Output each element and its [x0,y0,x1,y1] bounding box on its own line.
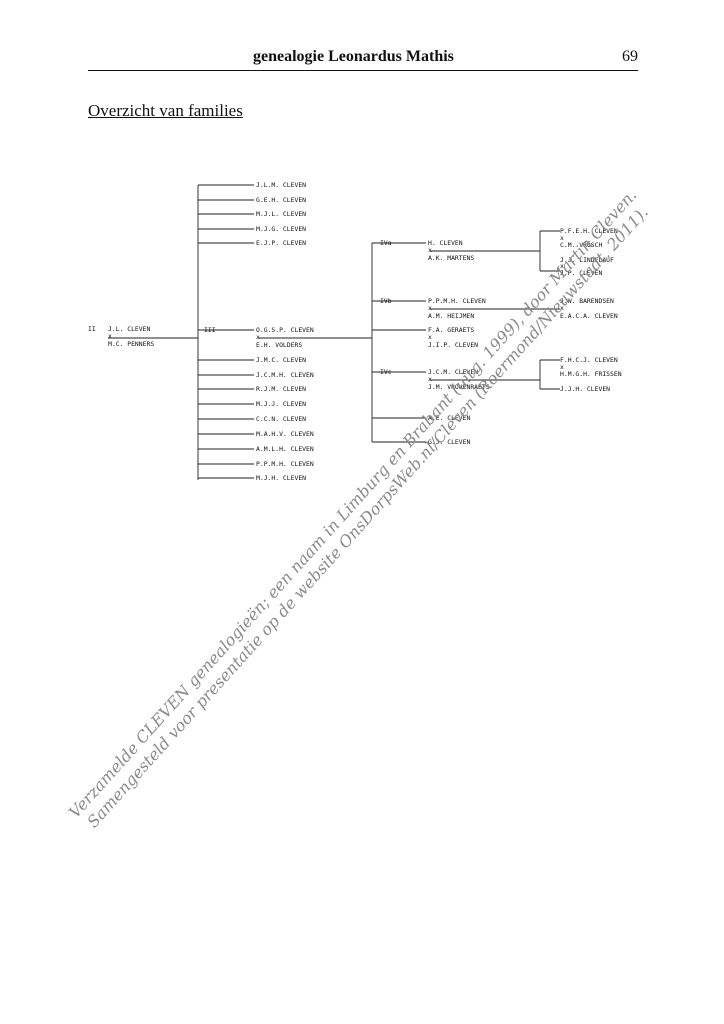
marriage-mark: x [560,363,564,371]
child-name: J.L.M. CLEVEN [256,181,306,189]
person-name: P.P.M.H. CLEVEN [428,297,486,305]
person-name: J.W. BARENDSEN [560,297,614,305]
child-name: M.A.H.V. CLEVEN [256,430,314,438]
family-ivb: IVb P.P.M.H. CLEVEN x A.M. HEIJMEN J.W. … [380,297,618,320]
person-name: F.A. GERAETS [428,326,474,334]
child-name: M.J.J. CLEVEN [256,400,306,408]
family-ivc: IVc J.C.M. CLEVEN x J.M. VROUENRAETS F.H… [380,356,622,393]
family-iii: III O.G.S.P. CLEVEN x E.H. VOLDERS [204,326,314,349]
marriage-mark: x [108,332,112,340]
family-iva: IVa H. CLEVEN x A.K. MARTENS P.F.E.H. CL… [380,227,618,277]
generation-label: II [88,325,96,333]
person-name: A.K. MARTENS [428,254,474,262]
header-title: genealogie Leonardus Mathis [253,48,454,65]
family-geraets: F.A. GERAETS x J.I.P. CLEVEN [428,326,478,349]
child-name: R.J.M. CLEVEN [256,385,306,393]
generation-label: III [204,326,216,334]
person-name: E.H. VOLDERS [256,341,302,349]
marriage-mark: x [256,333,260,341]
marriage-mark: x [560,304,564,312]
tree-connectors [108,184,560,480]
person-name: J.J. LINDELAUF [560,256,614,264]
person-name: J.P. CLEVEN [560,269,602,277]
person-name: H. CLEVEN [428,239,463,247]
person-name: J.L. CLEVEN [108,325,150,333]
marriage-mark: x [428,375,432,383]
marriage-mark: x [428,333,432,341]
child-name: A.E. CLEVEN [428,414,470,422]
children-upper: J.L.M. CLEVEN G.E.H. CLEVEN M.J.L. CLEVE… [256,181,306,247]
child-name: G.E.H. CLEVEN [256,196,306,204]
child-name: M.J.G. CLEVEN [256,225,306,233]
child-name: E.J.P. CLEVEN [256,239,306,247]
generation-label: IVc [380,368,392,376]
person-name: C.M. VRÖSCH [560,240,602,249]
children-lower: J.M.C. CLEVEN J.C.M.H. CLEVEN R.J.M. CLE… [256,356,314,482]
child-name: A.M.L.H. CLEVEN [256,445,314,453]
family-ii: II J.L. CLEVEN x M.C. PENNERS [88,325,154,348]
marriage-mark: x [428,304,432,312]
person-name: H.M.G.H. FRISSEN [560,370,622,378]
child-name: M.J.L. CLEVEN [256,210,306,218]
marriage-mark: x [560,262,564,270]
person-name: J.C.M. CLEVEN [428,368,478,376]
person-name: A.M. HEIJMEN [428,312,474,320]
person-name: J.J.H. CLEVEN [560,385,610,393]
child-name: G.J. CLEVEN [428,438,470,446]
child-name: P.P.M.H. CLEVEN [256,460,314,468]
person-name: O.G.S.P. CLEVEN [256,326,314,334]
generation-label: IVa [380,239,392,247]
person-name: F.H.C.J. CLEVEN [560,356,618,364]
person-name: M.C. PENNERS [108,340,154,348]
child-name: J.C.M.H. CLEVEN [256,371,314,379]
generation-label: IVb [380,297,392,305]
child-name: J.M.C. CLEVEN [256,356,306,364]
marriage-mark: x [428,246,432,254]
watermark-line-2: Samengesteld voor presentatie op de webs… [83,203,652,832]
child-name: M.J.H. CLEVEN [256,474,306,482]
person-name: J.I.P. CLEVEN [428,341,478,349]
person-name: P.F.E.H. CLEVEN [560,227,618,235]
running-header: genealogie Leonardus Mathis 69 [88,44,638,71]
section-title: Overzicht van families [88,101,243,120]
marriage-mark: x [560,234,564,242]
person-name: J.M. VROUENRAETS [428,383,490,391]
watermark-line-1: Verzamelde CLEVEN genealogieën; een naam… [65,186,640,822]
page-number: 69 [622,48,638,65]
child-name: C.C.N. CLEVEN [256,415,306,423]
person-name: E.A.C.A. CLEVEN [560,312,618,320]
children-bottom: A.E. CLEVEN G.J. CLEVEN [428,414,470,446]
